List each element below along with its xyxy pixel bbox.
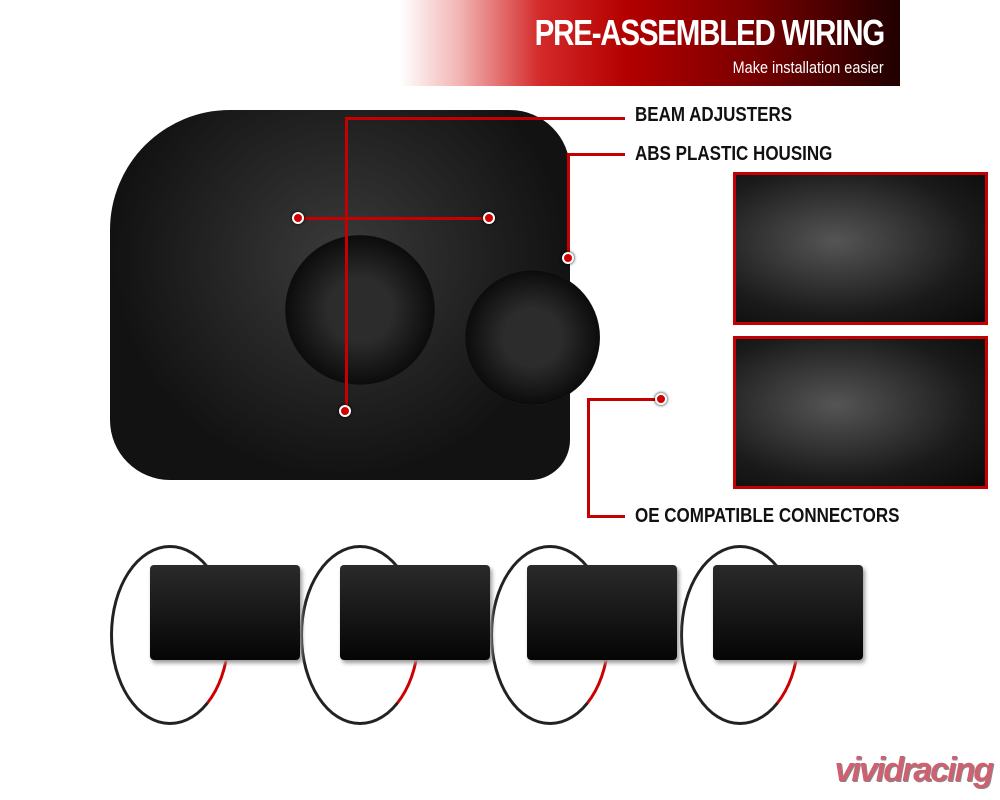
callout-oe-connectors: OE COMPATIBLE CONNECTORS — [635, 505, 900, 527]
banner-title: PRE-ASSEMBLED WIRING — [534, 12, 886, 53]
connector-detail-photo — [733, 172, 988, 325]
banner-subtitle: Make installation easier — [732, 58, 884, 77]
vividracing-logo: vividracing — [834, 751, 994, 789]
callout-beam-adjusters: BEAM ADJUSTERS — [635, 104, 793, 126]
headlight-photo — [100, 95, 660, 495]
callout-abs-housing: ABS PLASTIC HOUSING — [635, 143, 833, 165]
wiring-detail-photo — [733, 336, 988, 489]
header-banner: PRE-ASSEMBLED WIRING Make installation e… — [400, 0, 900, 86]
